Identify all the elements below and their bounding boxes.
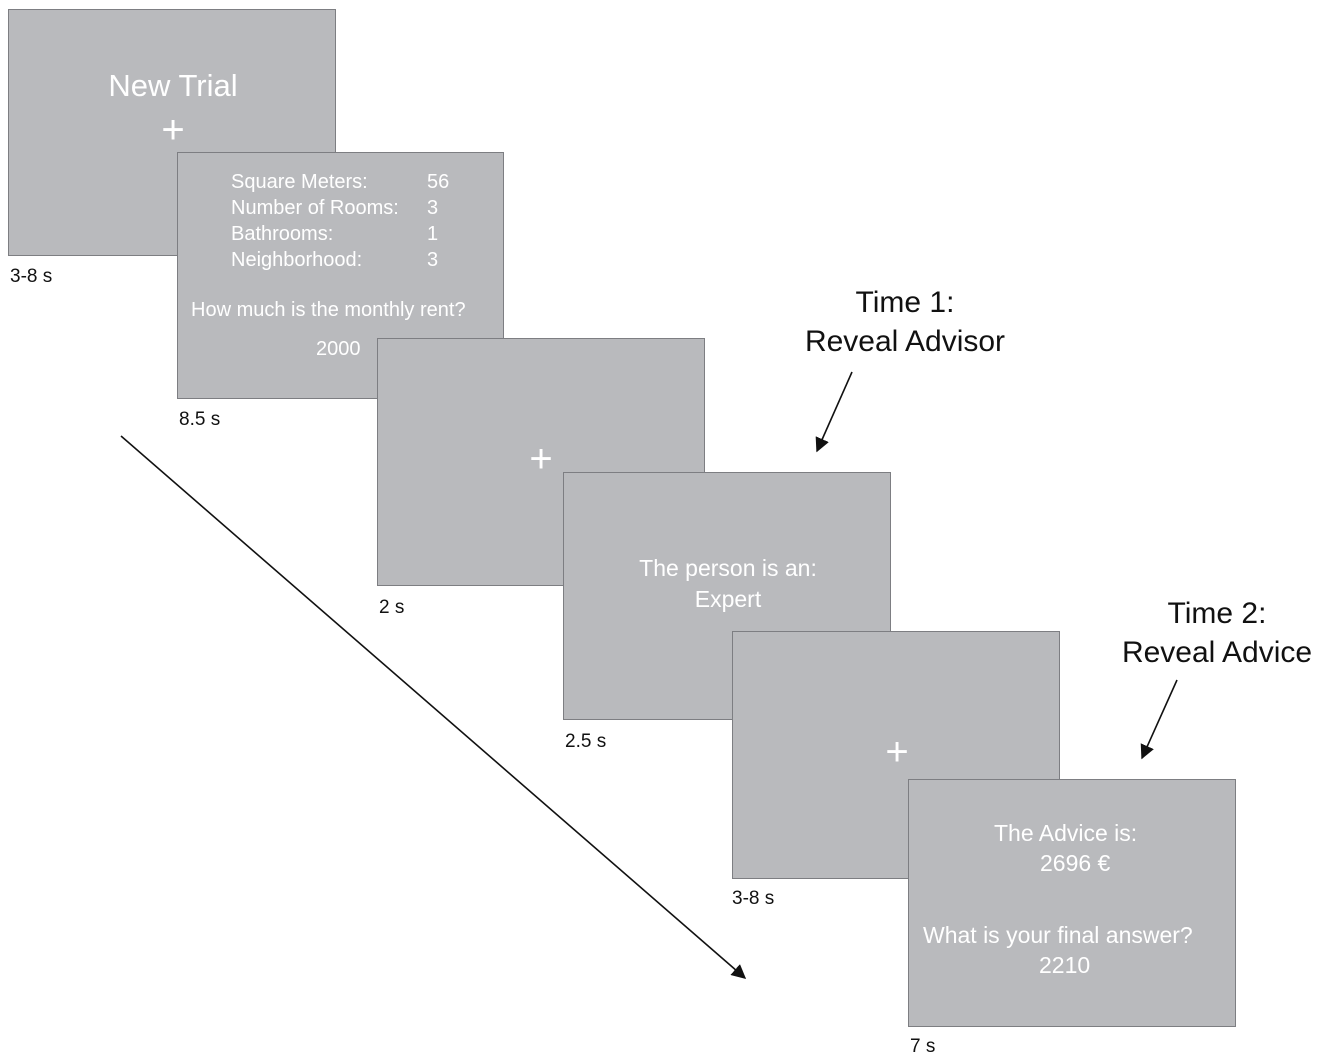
info-label-1: Square Meters: <box>231 171 368 193</box>
time1-line-1: Time 1: <box>855 286 955 319</box>
time1-pointer-arrow <box>815 371 853 453</box>
duration-label: 7 s <box>910 1036 936 1057</box>
advisor-line-2: Expert <box>694 586 762 612</box>
advisor-line-1: The person is an: <box>639 555 817 581</box>
fixation-cross: + <box>885 730 909 774</box>
duration-label: 2.5 s <box>565 731 607 752</box>
advice-line-2: 2696 € <box>1040 850 1111 876</box>
info-label-2: Number of Rooms: <box>231 197 399 219</box>
time2-line-1: Time 2: <box>1167 597 1267 630</box>
time1-line-2: Reveal Advisor <box>804 325 1006 358</box>
new-trial-title: New Trial <box>108 68 238 103</box>
fixation-cross: + <box>161 108 185 152</box>
advice-line-1: The Advice is: <box>994 820 1138 846</box>
info-value-4: 3 <box>427 249 439 271</box>
time2-line-2: Reveal Advice <box>1121 636 1313 669</box>
duration-label: 8.5 s <box>179 409 221 430</box>
info-value-1: 56 <box>427 171 450 193</box>
screen-new-trial: New Trial + <box>8 9 336 256</box>
time2-annotation: Time 2: Reveal Advice <box>1103 594 1331 672</box>
time1-annotation: Time 1: Reveal Advisor <box>790 283 1020 361</box>
duration-label: 3-8 s <box>732 888 775 909</box>
info-value-3: 1 <box>427 223 439 245</box>
info-label-4: Neighborhood: <box>231 249 363 271</box>
screen-advice: The Advice is: 2696 € What is your final… <box>908 779 1236 1027</box>
info-label-3: Bathrooms: <box>231 223 334 245</box>
final-question: What is your final answer? <box>923 922 1193 948</box>
final-answer: 2210 <box>1039 952 1091 978</box>
duration-label: 2 s <box>379 597 405 618</box>
rent-answer: 2000 <box>316 338 361 360</box>
info-value-2: 3 <box>427 197 439 219</box>
rent-question: How much is the monthly rent? <box>191 299 466 321</box>
time2-pointer-arrow <box>1140 679 1178 760</box>
duration-label: 3-8 s <box>10 266 53 287</box>
fixation-cross: + <box>529 437 553 481</box>
